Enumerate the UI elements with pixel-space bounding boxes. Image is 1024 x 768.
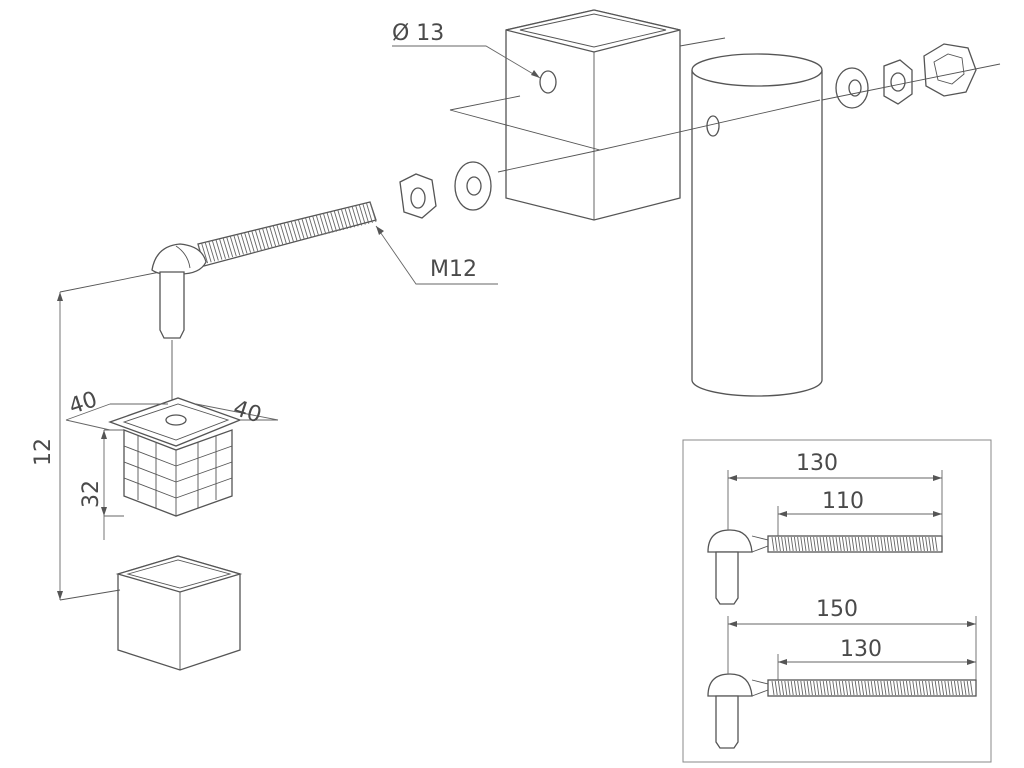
width-right-label: 40 [230,396,264,428]
round-post [691,53,823,397]
short-thread-label: 110 [822,489,864,514]
small-square-tube [115,555,243,671]
height-insert-label: 32 [79,480,104,508]
dim-height-total [57,292,63,600]
right-washer [835,67,869,109]
dim-short-total [727,470,943,536]
threaded-bolt [151,201,377,339]
dim-long-total [727,616,977,680]
dim-long-thread [777,654,976,680]
long-bolt [707,673,977,749]
thread-label: M12 [430,257,477,282]
long-total-label: 150 [816,597,858,622]
dim-short-thread [777,506,942,536]
dim-hole [392,45,541,79]
cap-nut [923,43,977,97]
dim-thread [375,225,498,285]
bolt-washer [454,161,492,211]
bolt-lengths-inset: 130 110 150 130 [682,439,992,763]
right-nut [883,59,913,105]
bolt-nut [399,173,437,219]
long-thread-label: 130 [840,637,882,662]
short-total-label: 130 [796,451,838,476]
square-tube [505,9,726,221]
hole-diameter-label: Ø 13 [392,21,444,46]
height-total-label: 12 [31,438,56,466]
long-bolt-threads [771,680,973,696]
width-left-label: 40 [66,387,100,419]
axis-lines [59,95,821,402]
dim-height-insert [101,429,124,540]
short-bolt-threads [771,536,938,552]
short-bolt [707,529,943,605]
bolt-thread-lines [197,201,377,265]
square-insert [108,397,242,517]
dim-width [65,403,279,431]
